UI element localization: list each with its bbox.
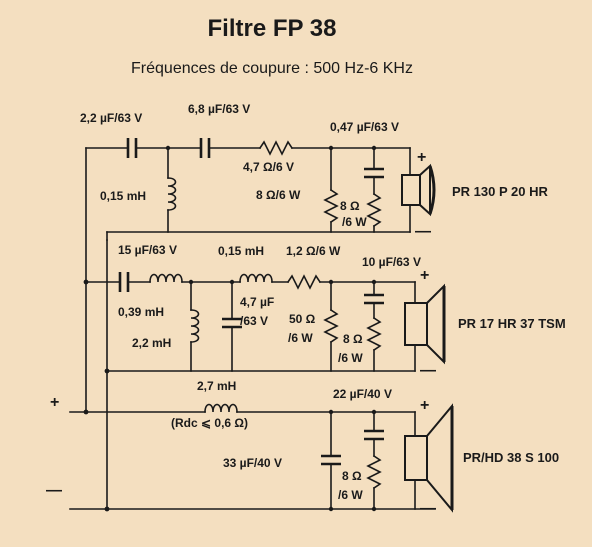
tweeter-c2-label: 6,8 µF/63 V xyxy=(188,102,250,116)
midrange-speaker-label: PR 17 HR 37 TSM xyxy=(458,316,566,331)
midrange-rseries-label: 1,2 Ω/6 W xyxy=(286,244,341,258)
woofer-rparallel-label-1: 8 Ω xyxy=(342,469,362,483)
midrange-lshunt-label-2: 2,2 mH xyxy=(132,336,171,350)
woofer-l1-label: 2,7 mH xyxy=(197,379,236,393)
woofer-circuit xyxy=(85,403,416,512)
woofer-cshunt-label: 33 µF/40 V xyxy=(223,456,282,470)
woofer-cparallel-label: 22 µF/40 V xyxy=(333,387,392,401)
tweeter-rseries-label: 4,7 Ω/6 V xyxy=(243,160,294,174)
midrange-cparallel-label: 10 µF/63 V xyxy=(362,255,421,269)
tweeter-speaker-icon xyxy=(401,163,436,217)
midrange-plus-sign: + xyxy=(420,267,429,284)
midrange-rshunt-label-1: 50 Ω xyxy=(289,312,316,326)
tweeter-cparallel-label: 0,47 µF/63 V xyxy=(330,120,399,134)
midrange-l1-label: 0,15 mH xyxy=(218,244,264,258)
woofer-rparallel-label-2: /6 W xyxy=(338,488,363,502)
tweeter-plus-sign: + xyxy=(417,149,426,166)
woofer-plus-sign: + xyxy=(420,397,429,414)
tweeter-speaker-label: PR 130 P 20 HR xyxy=(452,184,548,199)
woofer-rdc-label: (Rdc ⩽ 0,6 Ω) xyxy=(171,416,248,430)
input-minus-sign: — xyxy=(46,482,62,499)
midrange-cshunt-label-1: 4,7 µF xyxy=(240,295,274,309)
midrange-rshunt-label-2: /6 W xyxy=(288,331,313,345)
page-title: Filtre FP 38 xyxy=(208,15,337,42)
midrange-cshunt-label-2: /63 V xyxy=(240,314,268,328)
midrange-c1-label: 15 µF/63 V xyxy=(118,243,177,257)
woofer-minus-sign: — xyxy=(420,500,436,517)
midrange-circuit xyxy=(85,272,416,372)
page-subtitle: Fréquences de coupure : 500 Hz-6 KHz xyxy=(131,60,413,77)
midrange-rparallel-label-2: /6 W xyxy=(338,351,363,365)
midrange-rparallel-label-1: 8 Ω xyxy=(343,332,363,346)
tweeter-circuit xyxy=(85,138,411,241)
tweeter-l1-label: 0,15 mH xyxy=(100,189,146,203)
tweeter-rparallel-label-1: 8 Ω xyxy=(340,199,360,213)
woofer-speaker-label: PR/HD 38 S 100 xyxy=(463,450,559,465)
woofer-speaker-icon xyxy=(404,403,454,513)
tweeter-rparallel-label-2: /6 W xyxy=(342,215,367,229)
midrange-lshunt-label-1: 0,39 mH xyxy=(118,305,164,319)
tweeter-rshunt-label: 8 Ω/6 W xyxy=(256,188,301,202)
tweeter-c1-label: 2,2 µF/63 V xyxy=(80,111,142,125)
input-bus xyxy=(69,147,436,512)
tweeter-minus-sign: — xyxy=(415,223,431,240)
midrange-minus-sign: — xyxy=(420,362,436,379)
midrange-speaker-icon xyxy=(404,283,446,365)
input-plus-sign: + xyxy=(50,394,59,411)
